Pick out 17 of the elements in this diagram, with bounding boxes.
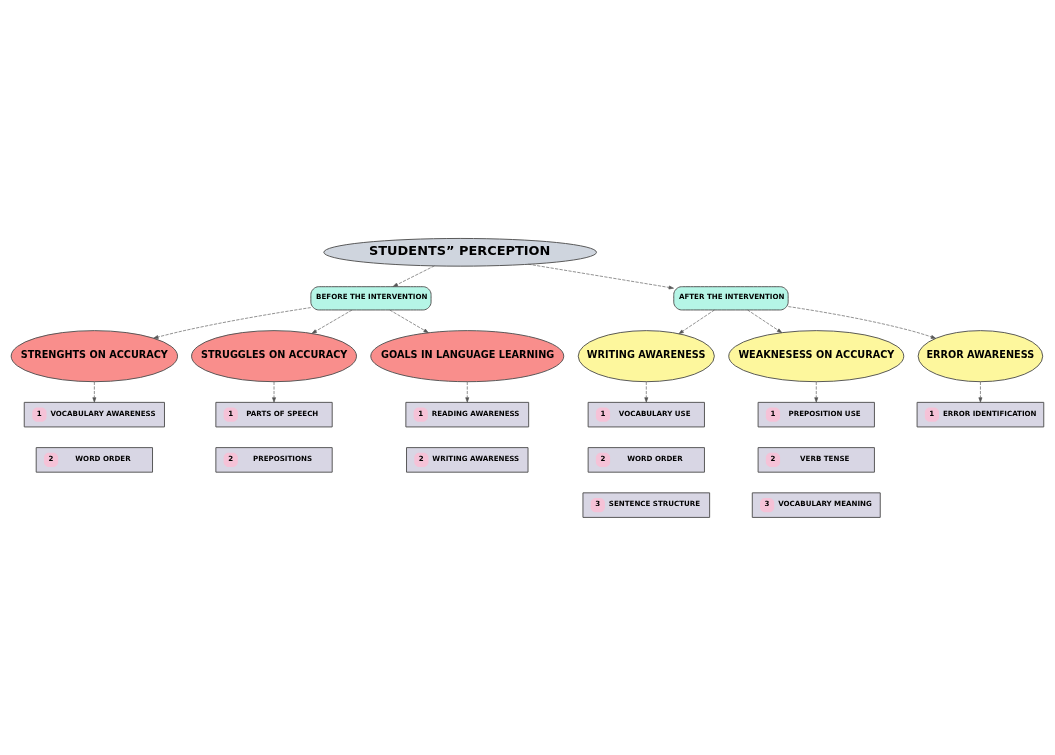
- arrow: [153, 306, 312, 339]
- arrow: [392, 265, 435, 287]
- node-ellipse: STRENGHTS ON ACCURACY: [10, 329, 179, 382]
- arrow: [747, 309, 783, 333]
- arrow: [978, 380, 983, 402]
- arrow: [465, 380, 470, 402]
- arrow: [389, 309, 429, 333]
- arrow: [311, 309, 353, 334]
- arrow: [788, 305, 937, 339]
- arrow: [272, 380, 276, 402]
- arrow: [678, 309, 715, 334]
- arrow: [528, 263, 674, 289]
- arrow: [644, 380, 649, 402]
- arrow: [814, 380, 819, 402]
- arrow: [92, 380, 97, 402]
- node-ellipse: STUDENTS” PERCEPTION: [323, 237, 597, 267]
- node-ellipse: ERROR AWARENESS: [917, 329, 1044, 382]
